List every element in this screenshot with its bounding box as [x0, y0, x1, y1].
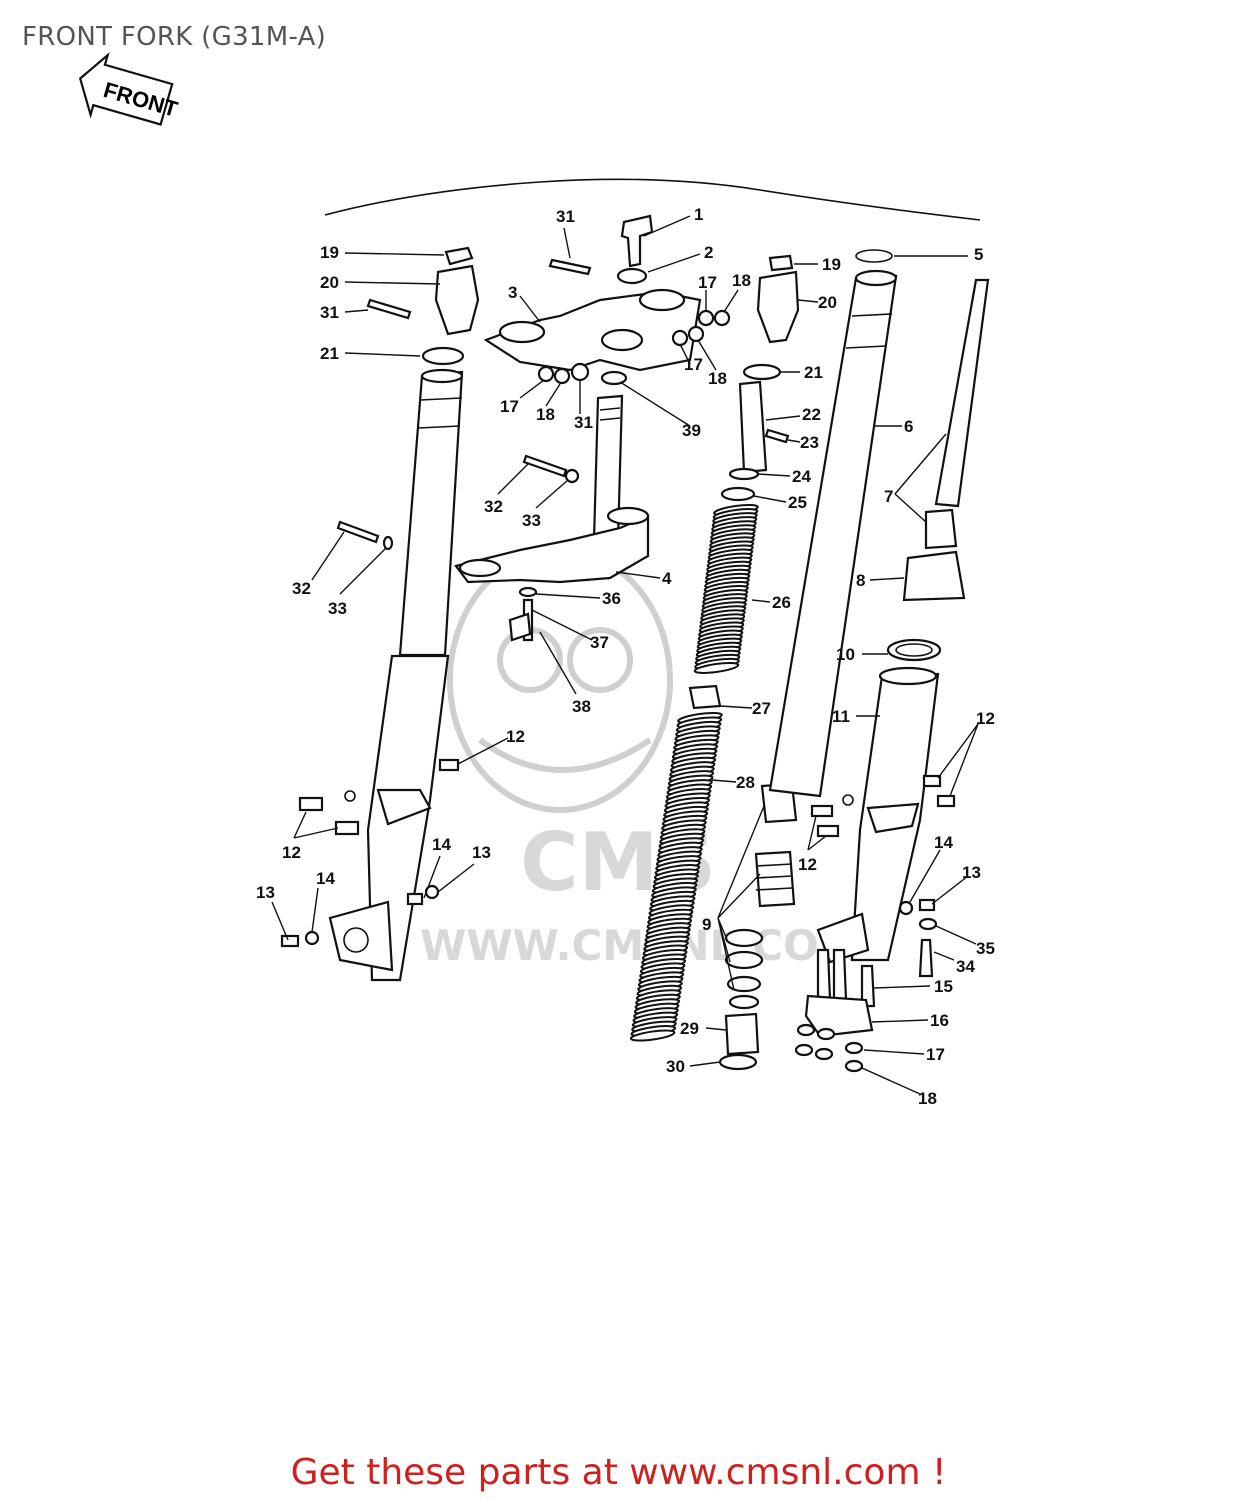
damper-rod — [934, 278, 990, 508]
callout-12-left: 12 — [506, 727, 525, 746]
callout-9: 9 — [702, 915, 711, 934]
callout-23: 23 — [800, 433, 819, 452]
callout-14-left: 14 — [432, 835, 451, 854]
callout-17-right: 17 — [684, 355, 703, 374]
callout-10: 10 — [836, 645, 855, 664]
callout-22: 22 — [802, 405, 821, 424]
callout-17-top: 17 — [698, 273, 717, 292]
callout-21-right: 21 — [804, 363, 823, 382]
callout-24: 24 — [792, 467, 811, 486]
callout-8: 8 — [856, 571, 865, 590]
callout-17-left: 17 — [500, 397, 519, 416]
callout-33-mid: 33 — [522, 511, 541, 530]
callout-4: 4 — [662, 569, 672, 588]
right-fork-leg — [768, 249, 990, 1073]
callout-15: 15 — [934, 977, 953, 996]
callout-19-right: 19 — [822, 255, 841, 274]
callout-27: 27 — [752, 699, 771, 718]
callout-12-right: 12 — [976, 709, 995, 728]
callout-25: 25 — [788, 493, 807, 512]
callout-18-right: 18 — [708, 369, 727, 388]
fork-spring-lower — [629, 711, 723, 1042]
left-fork-leg — [280, 246, 480, 982]
callout-31-left: 31 — [320, 303, 339, 322]
spring-coil — [693, 661, 740, 674]
footer-link-text[interactable]: Get these parts at www.cmsnl.com ! — [290, 1452, 947, 1493]
callout-3: 3 — [508, 283, 517, 302]
callout-32-mid: 32 — [484, 497, 503, 516]
top-outline — [324, 178, 981, 221]
callout-36: 36 — [602, 589, 621, 608]
callout-31-mid: 31 — [574, 413, 593, 432]
fork-internals — [629, 254, 840, 1071]
fork-brackets — [454, 214, 731, 642]
callout-20-left: 20 — [320, 273, 339, 292]
callout-5: 5 — [974, 245, 983, 264]
callout-19-left: 19 — [320, 243, 339, 262]
damper-tube — [738, 380, 768, 474]
callout-6: 6 — [904, 417, 913, 436]
callout-labels: 19 20 31 21 31 1 2 3 17 18 17 18 31 39 1… — [256, 205, 995, 1108]
callout-34: 34 — [956, 957, 975, 976]
callout-14-right: 14 — [934, 833, 953, 852]
spring-coil — [629, 1029, 676, 1042]
callout-26: 26 — [772, 593, 791, 612]
callout-35: 35 — [976, 939, 995, 958]
cap-bolt-left — [444, 246, 474, 266]
callout-18-top: 18 — [732, 271, 751, 290]
callout-13-lower-left: 13 — [256, 883, 275, 902]
callout-16: 16 — [930, 1011, 949, 1030]
callout-28: 28 — [736, 773, 755, 792]
callout-32-left: 32 — [292, 579, 311, 598]
outer-slider-left — [366, 654, 450, 982]
callout-12-lower-left: 12 — [282, 843, 301, 862]
watermark-url: WWW.CMSNL.COM — [420, 921, 861, 970]
callout-13-left: 13 — [472, 843, 491, 862]
callout-18-bottom: 18 — [918, 1089, 937, 1108]
diagram-title: FRONT FORK (G31M-A) — [22, 22, 327, 52]
fork-spring-upper — [693, 503, 759, 674]
gasket-left — [421, 346, 465, 366]
callout-12-mid: 12 — [798, 855, 817, 874]
inner-tube-left — [398, 370, 464, 657]
callout-18-left: 18 — [536, 405, 555, 424]
callout-13-right: 13 — [962, 863, 981, 882]
fork-cover-upper-left — [434, 264, 480, 336]
under-bracket — [454, 514, 650, 584]
callout-14-lower-left: 14 — [316, 869, 335, 888]
stem-bolt — [620, 214, 654, 268]
callout-21-left: 21 — [320, 344, 339, 363]
callout-29: 29 — [680, 1019, 699, 1038]
callout-33-left: 33 — [328, 599, 347, 618]
callout-31-top: 31 — [556, 207, 575, 226]
axle-cap — [804, 994, 874, 1038]
callout-37: 37 — [590, 633, 609, 652]
fork-cover-upper-right — [756, 270, 800, 344]
callout-38: 38 — [572, 697, 591, 716]
front-arrow-sign: FRONT — [78, 51, 181, 126]
callout-39: 39 — [682, 421, 701, 440]
callout-1: 1 — [694, 205, 703, 224]
callout-2: 2 — [704, 243, 713, 262]
callout-11: 11 — [832, 707, 850, 726]
callout-20-right: 20 — [818, 293, 837, 312]
callout-17-bottom: 17 — [926, 1045, 945, 1064]
dust-seal — [902, 550, 966, 602]
callout-7: 7 — [884, 487, 893, 506]
leader-lines — [271, 215, 979, 1095]
callout-30: 30 — [666, 1057, 685, 1076]
axle-clamp-left — [328, 900, 394, 972]
